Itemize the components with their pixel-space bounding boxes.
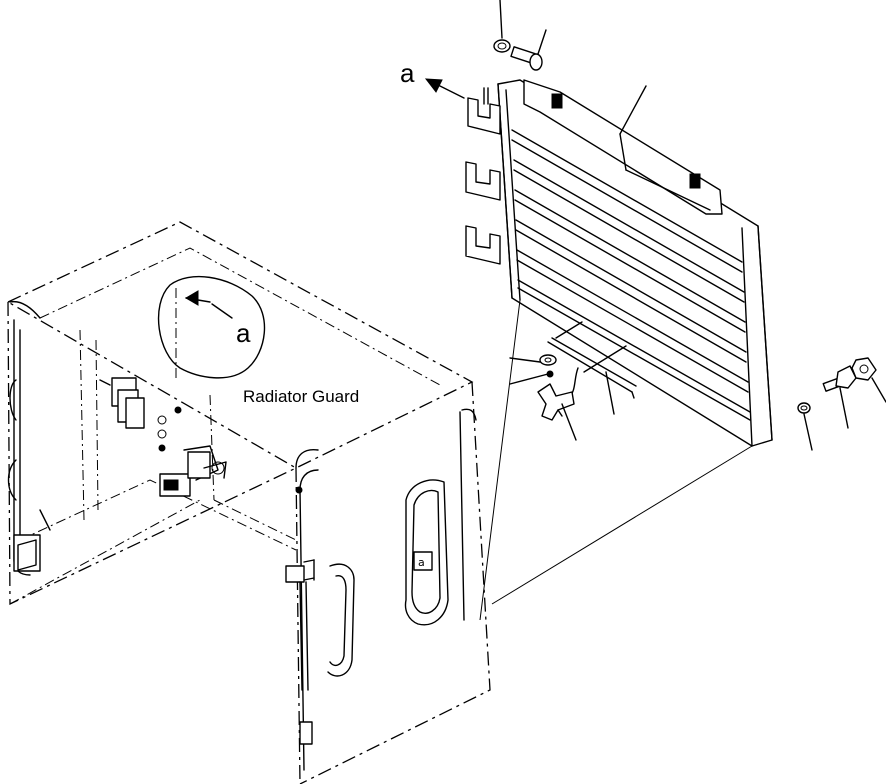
view-a-arrow: a (400, 58, 465, 99)
door-latch (285, 559, 315, 745)
radiator-guard-housing (7, 221, 491, 784)
view-a-cutout: a (157, 275, 266, 379)
left-frame-edge (7, 300, 51, 576)
view-a-callout-label: a (236, 318, 251, 348)
diagram-title: Radiator Guard (243, 387, 359, 406)
side-fasteners (797, 357, 886, 451)
guard-panel (497, 79, 773, 447)
wing-bolt (537, 383, 577, 441)
exploded-leaders (479, 299, 753, 621)
front-door-frame (295, 408, 477, 771)
interior-hinges (99, 377, 227, 497)
side-access-door: a (404, 479, 449, 626)
top-fasteners (493, 0, 647, 135)
door-plate-letter: a (418, 556, 425, 569)
panel-hooks (465, 87, 501, 265)
view-a-label: a (400, 58, 415, 88)
door-handle (327, 563, 355, 677)
